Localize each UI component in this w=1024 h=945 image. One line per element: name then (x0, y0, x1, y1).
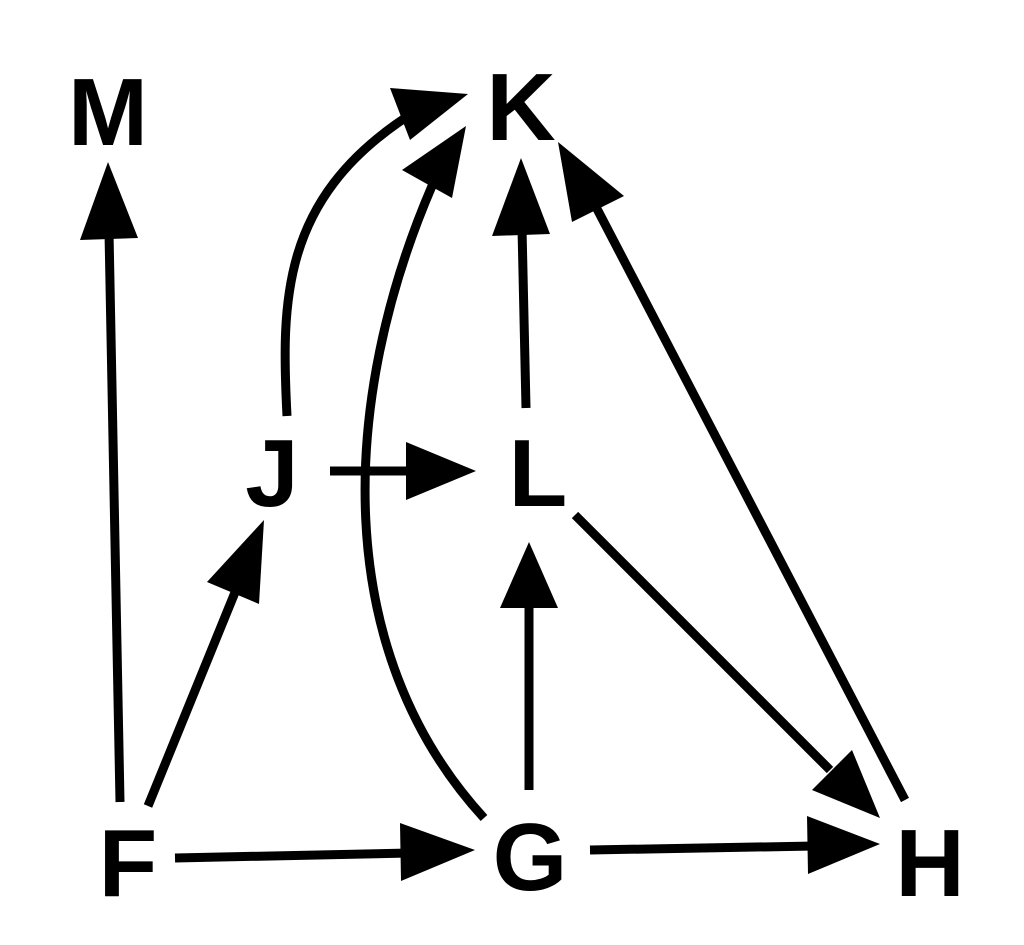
edge-j-k (280, 88, 468, 417)
node-f: F (99, 810, 158, 917)
edge-j-l (330, 442, 476, 500)
edge-h-k (558, 142, 909, 803)
edge-f-j (143, 520, 264, 808)
edge-g-l (500, 542, 558, 790)
edges (80, 88, 909, 881)
node-k: K (486, 54, 555, 161)
node-j: J (245, 420, 298, 527)
node-m: M (68, 59, 148, 166)
node-g: G (493, 804, 568, 911)
edge-f-g (174, 823, 475, 881)
edge-g-h (589, 816, 880, 874)
edge-l-k (492, 158, 550, 409)
edge-g-k (360, 126, 488, 822)
edge-f-m (80, 162, 138, 803)
node-l: L (509, 420, 568, 527)
node-h: H (895, 810, 964, 917)
edge-l-h (571, 511, 880, 818)
nodes: M K J L F G H (68, 54, 965, 917)
